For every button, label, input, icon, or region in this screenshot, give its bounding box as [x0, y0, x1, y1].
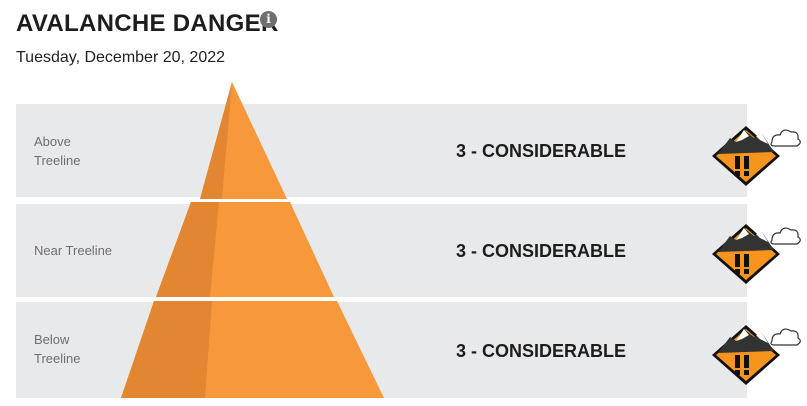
page-title: AVALANCHE DANGER [16, 10, 279, 37]
considerable-danger-icon [712, 224, 801, 284]
forecast-date: Tuesday, December 20, 2022 [16, 49, 226, 66]
band-label: Near Treeline [34, 241, 144, 260]
band-label: Above Treeline [34, 132, 144, 170]
danger-rating: 3 - CONSIDERABLE [455, 141, 626, 161]
band-near-treeline: Near Treeline 3 - CONSIDERABLE [16, 204, 747, 297]
considerable-danger-icon [712, 126, 801, 186]
danger-rating: 3 - CONSIDERABLE [455, 341, 626, 361]
band-below-treeline: Below Treeline 3 - CONSIDERABLE [16, 302, 747, 398]
danger-rating: 3 - CONSIDERABLE [455, 241, 626, 261]
band-label-line: Below [34, 332, 70, 347]
band-label-line: Above [34, 134, 71, 149]
info-icon[interactable]: i [260, 11, 277, 28]
considerable-danger-icon [712, 325, 801, 385]
band-above-treeline: Above Treeline 3 - CONSIDERABLE [16, 104, 747, 197]
band-label: Below Treeline [34, 330, 144, 368]
band-label-line: Treeline [34, 153, 81, 168]
band-label-line: Near Treeline [34, 243, 113, 258]
band-label-line: Treeline [34, 351, 81, 366]
